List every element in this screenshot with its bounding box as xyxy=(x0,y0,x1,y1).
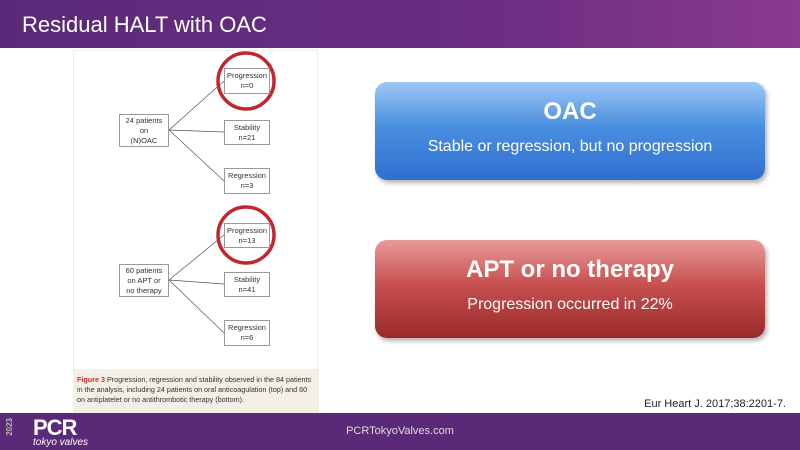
footer: 2023 PCR tokyo valves PCRTokyoValves.com xyxy=(0,413,800,450)
apt-text: Progression occurred in 22% xyxy=(467,296,673,313)
logo-subtitle: tokyo valves xyxy=(33,437,89,448)
flow-arrows xyxy=(168,51,276,334)
slide-title: Residual HALT with OAC xyxy=(22,12,267,37)
figure-caption: Figure 3 Progression, regression and sta… xyxy=(74,369,319,414)
oac-text: Stable or regression, but no progression xyxy=(427,138,713,155)
footer-url: PCRTokyoValves.com xyxy=(346,425,454,437)
oac-card: OAC Stable or regression, but no progres… xyxy=(375,82,765,180)
pcr-logo: PCR xyxy=(33,415,77,440)
apt-heading: APT or no therapy xyxy=(465,256,675,283)
highlight-circle-top xyxy=(216,51,276,111)
apt-card: APT or no therapy Progression occurred i… xyxy=(375,240,765,338)
reference: Eur Heart J. 2017;38:2201-7. xyxy=(644,398,786,410)
highlight-circle-bottom xyxy=(216,205,276,265)
header: Residual HALT with OAC xyxy=(0,0,800,48)
oac-heading: OAC xyxy=(543,98,597,125)
